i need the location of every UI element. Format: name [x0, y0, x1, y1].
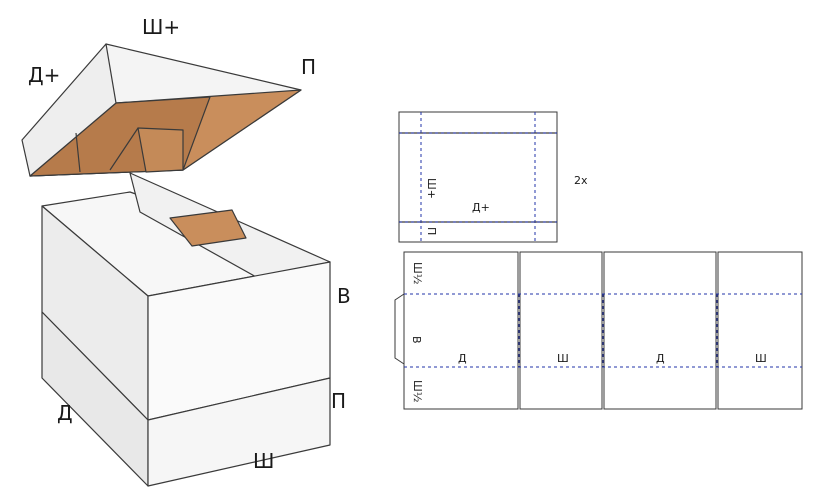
lid-left-face — [21, 43, 117, 177]
lid-inner-edge-1 — [75, 132, 81, 173]
label-lid-width: Ш+ — [142, 15, 180, 39]
label-lid-length: Д+ — [28, 63, 60, 87]
label-sleeve-height: П — [331, 389, 346, 413]
height-label: В — [410, 336, 423, 344]
panel-4 — [717, 251, 803, 410]
lid-net: 2x Д+ Ш+ П — [398, 111, 588, 243]
body-net: Ш½ Ш½ В Д Ш Д Ш — [394, 251, 803, 410]
lid-flap-label: П — [425, 227, 438, 235]
bottom-flap-label: Ш½ — [411, 380, 424, 402]
panel-label-2: Ш — [557, 352, 569, 365]
label-length: Д — [57, 401, 73, 425]
sleeve-front-face — [147, 377, 331, 487]
label-width: Ш — [253, 449, 274, 473]
lid-inner-wall — [137, 127, 184, 173]
lid-net-outline — [398, 111, 558, 243]
top-flap-gap — [169, 209, 247, 247]
lid-length-label: Д+ — [472, 201, 490, 214]
box-lid — [21, 43, 302, 177]
panel-label-1: Д — [458, 352, 467, 365]
lid-copies-label: 2x — [574, 174, 588, 187]
label-height: В — [337, 284, 351, 308]
panel-label-4: Ш — [755, 352, 767, 365]
box-body — [41, 172, 331, 487]
box-illustration: Ш+ Д+ П В Д Ш П — [21, 15, 351, 487]
top-flap-label: Ш½ — [411, 262, 424, 284]
lid-width-label: Ш+ — [425, 178, 438, 199]
panel-1 — [403, 251, 519, 410]
panel-2 — [519, 251, 603, 410]
panel-label-3: Д — [656, 352, 665, 365]
label-lid-height: П — [301, 55, 316, 79]
glue-tab — [394, 293, 405, 365]
panel-3 — [603, 251, 717, 410]
lid-inner-edge-2 — [109, 127, 139, 171]
